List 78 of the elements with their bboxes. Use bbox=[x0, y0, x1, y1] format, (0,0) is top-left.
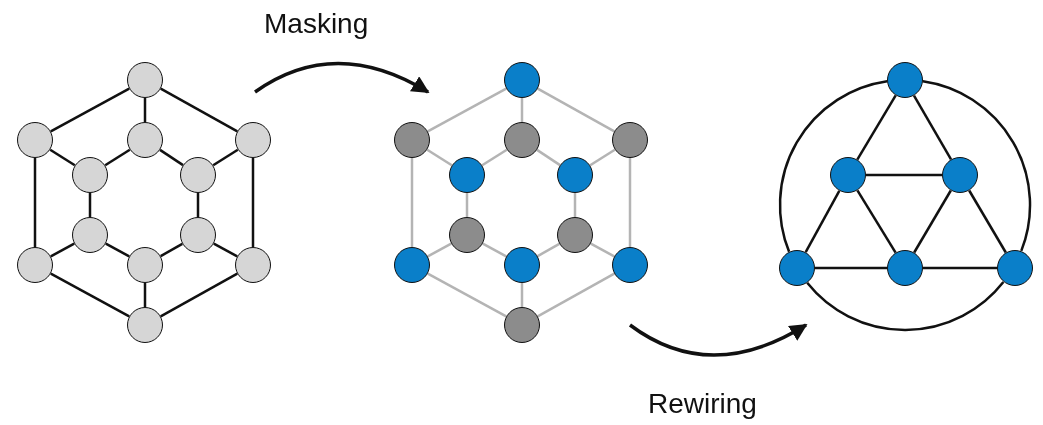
connector-line bbox=[143, 98, 147, 122]
connector-line bbox=[482, 242, 507, 258]
node-circle bbox=[504, 62, 540, 98]
node-circle bbox=[504, 307, 540, 343]
connector-line bbox=[410, 158, 414, 247]
connector-line bbox=[481, 148, 508, 167]
node-circle bbox=[235, 247, 271, 283]
node-circle bbox=[72, 217, 108, 253]
connector-line bbox=[536, 148, 561, 167]
connector-line bbox=[427, 87, 507, 133]
connector-line bbox=[50, 272, 130, 318]
connector-line bbox=[913, 189, 952, 254]
node-circle bbox=[235, 122, 271, 158]
node-circle bbox=[127, 307, 163, 343]
connector-line bbox=[573, 193, 577, 217]
connector-line bbox=[160, 87, 238, 133]
node-circle bbox=[504, 122, 540, 158]
connector-line bbox=[589, 148, 616, 167]
node-circle bbox=[127, 247, 163, 283]
node-circle bbox=[180, 157, 216, 193]
node-circle bbox=[17, 122, 53, 158]
node-circle bbox=[127, 62, 163, 98]
node-circle bbox=[504, 247, 540, 283]
node-circle bbox=[830, 157, 866, 193]
connector-line bbox=[50, 87, 130, 133]
connector-line bbox=[866, 173, 942, 177]
node-circle bbox=[997, 250, 1033, 286]
connector-line bbox=[590, 242, 615, 258]
connector-line bbox=[427, 242, 452, 258]
node-circle bbox=[557, 217, 593, 253]
node-circle bbox=[887, 250, 923, 286]
connector-line bbox=[251, 158, 255, 247]
connector-line bbox=[427, 272, 507, 318]
connector-line bbox=[912, 94, 953, 161]
connector-line bbox=[105, 242, 130, 258]
connector-line bbox=[856, 94, 897, 161]
connector-line bbox=[806, 281, 1005, 332]
connector-line bbox=[196, 193, 200, 217]
connector-line bbox=[628, 158, 632, 247]
connector-line bbox=[213, 242, 238, 258]
connector-line bbox=[426, 148, 453, 167]
connector-line bbox=[520, 98, 524, 122]
connector-line bbox=[465, 193, 469, 217]
connector-line bbox=[537, 272, 615, 318]
node-circle bbox=[72, 157, 108, 193]
node-circle bbox=[180, 217, 216, 253]
connector-line bbox=[778, 80, 888, 253]
node-circle bbox=[449, 217, 485, 253]
connector-line bbox=[50, 242, 75, 258]
connector-line bbox=[33, 158, 37, 247]
node-circle bbox=[17, 247, 53, 283]
connector-line bbox=[856, 189, 897, 254]
node-circle bbox=[942, 157, 978, 193]
node-circle bbox=[557, 157, 593, 193]
node-circle bbox=[612, 122, 648, 158]
node-circle bbox=[127, 122, 163, 158]
node-circle bbox=[779, 250, 815, 286]
connector-line bbox=[88, 193, 92, 217]
connector-line bbox=[160, 272, 238, 318]
connector-line bbox=[49, 148, 76, 167]
connector-line bbox=[922, 80, 1032, 252]
node-circle bbox=[394, 247, 430, 283]
connector-line bbox=[923, 266, 997, 270]
connector-line bbox=[968, 189, 1007, 254]
node-circle bbox=[887, 62, 923, 98]
connector-line bbox=[160, 242, 183, 258]
connector-line bbox=[104, 148, 131, 167]
connector-line bbox=[159, 148, 184, 167]
connector-line bbox=[520, 283, 524, 307]
connector-line bbox=[537, 242, 560, 258]
node-circle bbox=[612, 247, 648, 283]
connector-line bbox=[212, 148, 239, 167]
connector-line bbox=[804, 190, 841, 253]
node-circle bbox=[449, 157, 485, 193]
connector-line bbox=[815, 266, 887, 270]
connector-line bbox=[537, 87, 615, 133]
connector-line bbox=[143, 283, 147, 307]
node-circle bbox=[394, 122, 430, 158]
